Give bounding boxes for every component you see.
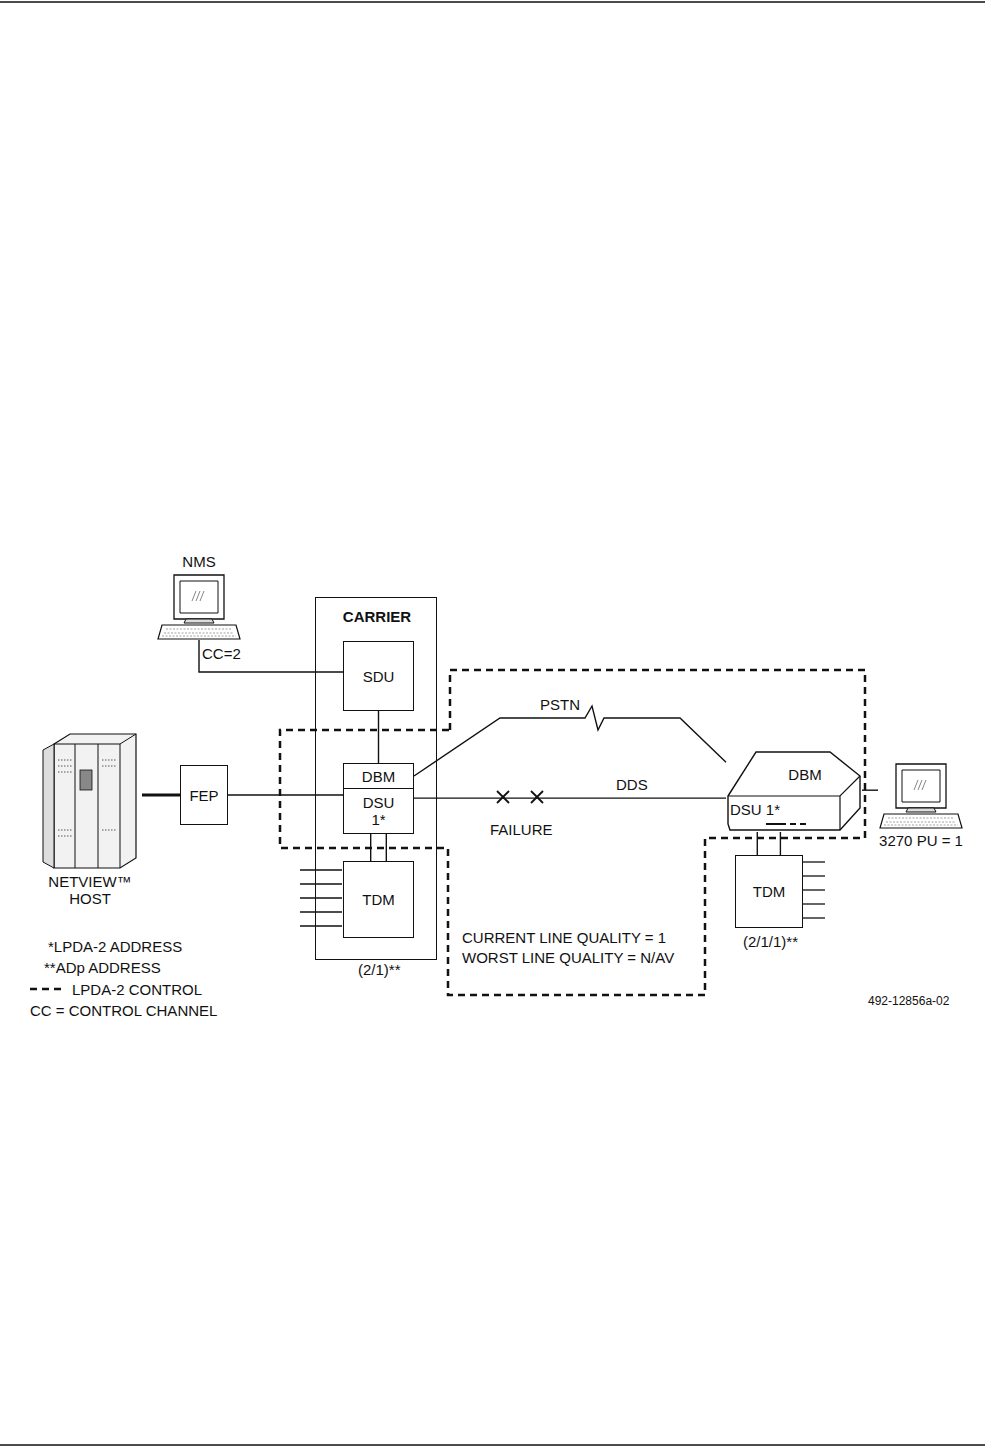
carrier-shelf: CARRIER SDU DBM DSU 1* TDM xyxy=(315,597,437,960)
link-line xyxy=(414,706,726,776)
link-line xyxy=(378,711,379,763)
device-label: DBM xyxy=(362,768,395,785)
sdu-box: SDU xyxy=(343,641,414,711)
line-quality: CURRENT LINE QUALITY = 1 xyxy=(462,929,666,946)
line-label: PSTN xyxy=(538,696,582,713)
link-line xyxy=(414,797,726,798)
host-computer: NETVIEW™ HOST xyxy=(38,730,142,912)
legend-entry: CC = CONTROL CHANNEL xyxy=(30,1002,217,1019)
legend-entry: **ADp ADDRESS xyxy=(44,959,161,976)
device-label: TDM xyxy=(362,891,395,908)
device-icon xyxy=(40,730,140,870)
device-label: NETVIEW™ HOST xyxy=(38,873,142,907)
link-line xyxy=(228,794,343,795)
dsu-box: DSU 1* xyxy=(343,788,414,834)
link-line xyxy=(862,789,878,790)
figure-number: 492-12856a-02 xyxy=(868,993,949,1010)
link-line xyxy=(370,834,371,861)
line-label: CC=2 xyxy=(200,645,243,662)
device-label: DSU 1* xyxy=(361,794,397,828)
line-label: DDS xyxy=(614,776,650,793)
legend-entry: *LPDA-2 ADDRESS xyxy=(48,938,182,955)
link-line xyxy=(142,793,180,796)
device-label: DSU 1* xyxy=(730,801,820,818)
device-label: CARRIER xyxy=(316,608,438,625)
fep-box: FEP xyxy=(180,765,228,825)
device-label: SDU xyxy=(363,668,395,685)
modem-unit: DBM DSU 1* xyxy=(726,750,862,832)
nms-workstation: NMS xyxy=(155,553,243,640)
link-line xyxy=(199,640,343,672)
device-label: TDM xyxy=(753,883,786,900)
device-icon xyxy=(878,762,964,832)
dbm-box: DBM xyxy=(343,763,414,789)
device-icon xyxy=(726,750,862,832)
link-line xyxy=(386,834,387,861)
tdm-box: TDM xyxy=(343,861,414,938)
device-label: NMS xyxy=(171,553,227,570)
device-label: 3270 PU = 1 xyxy=(878,832,964,849)
link-line xyxy=(757,832,758,855)
terminal-3270: 3270 PU = 1 xyxy=(878,762,964,866)
device-label: DBM xyxy=(770,766,840,783)
legend-entry: LPDA-2 CONTROL xyxy=(72,981,202,998)
failure-note: FAILURE xyxy=(490,821,553,838)
device-label: FEP xyxy=(189,787,218,804)
link-line xyxy=(780,832,781,855)
adp-address: (2/1/1)** xyxy=(743,933,798,950)
adp-address: (2/1)** xyxy=(358,961,401,978)
tdm-box: TDM xyxy=(735,855,803,928)
line-quality: WORST LINE QUALITY = N/AV xyxy=(462,949,674,966)
device-icon xyxy=(156,573,242,643)
